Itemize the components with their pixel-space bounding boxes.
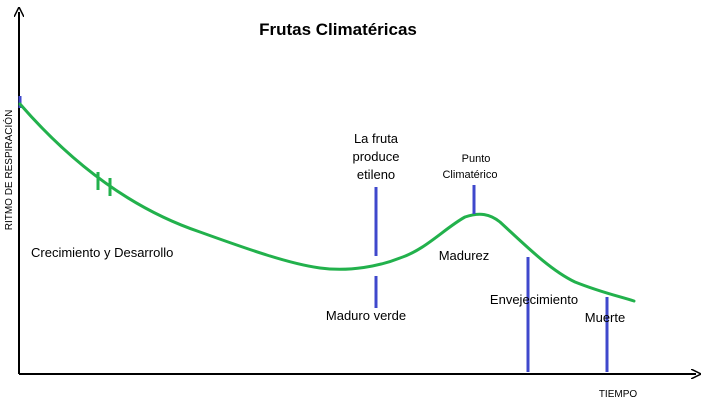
ripening-label: Madurez bbox=[439, 248, 490, 263]
growth-label: Crecimiento y Desarrollo bbox=[31, 245, 173, 260]
x-axis-label: TIEMPO bbox=[599, 389, 638, 400]
ethylene-label-line3: etileno bbox=[357, 167, 395, 182]
respiration-curve bbox=[18, 102, 636, 303]
y-axis-label: RITMO DE RESPIRACIÓN bbox=[2, 110, 15, 231]
climacteric-label-line1: Punto bbox=[462, 153, 491, 165]
green-mature-label: Maduro verde bbox=[326, 308, 406, 323]
diagram-title: Frutas Climatéricas bbox=[259, 20, 417, 39]
ethylene-label-line1: La fruta bbox=[354, 131, 399, 146]
aging-label: Envejecimiento bbox=[490, 292, 578, 307]
ethylene-label-line2: produce bbox=[353, 149, 400, 164]
death-label: Muerte bbox=[585, 310, 625, 325]
climacteric-label-line2: Climatérico bbox=[442, 169, 497, 181]
